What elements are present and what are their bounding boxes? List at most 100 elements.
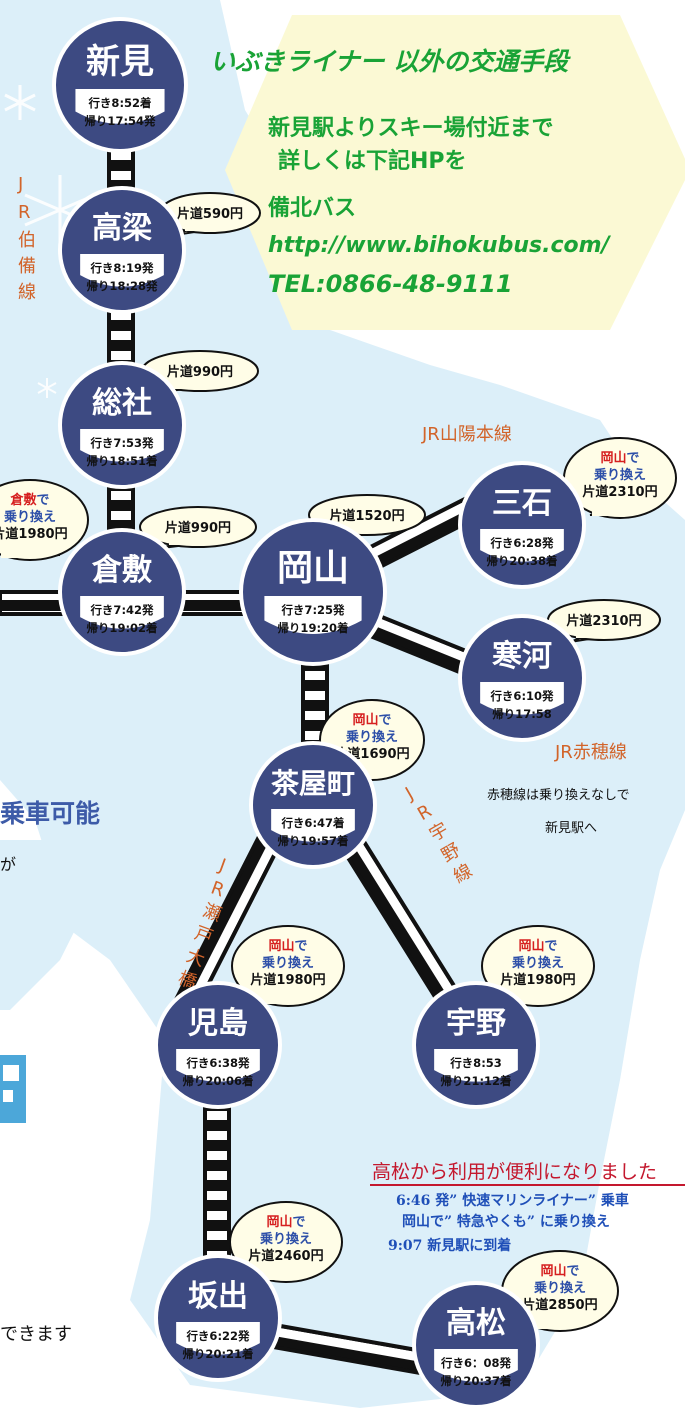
station-name: 倉敷 bbox=[91, 553, 153, 588]
transfer-station: 岡山で bbox=[268, 938, 307, 954]
fare-label: 片道1980円 bbox=[500, 972, 575, 988]
bubble-shape bbox=[229, 1201, 343, 1283]
snowflake-icon bbox=[37, 378, 57, 398]
station-time-return: 帰り17:54発 bbox=[84, 114, 156, 128]
station-time-panel bbox=[480, 682, 564, 715]
takamatsu-note-line-1: 6:46 発” 快速マリンライナー” 乗車 bbox=[396, 1192, 629, 1209]
station-circle bbox=[458, 461, 586, 589]
station-time-outbound: 行き6:10発 bbox=[489, 689, 554, 703]
fare-label: 片道1980円 bbox=[250, 972, 325, 988]
station-name: 総社 bbox=[92, 386, 152, 421]
transfer-station: 岡山で bbox=[352, 712, 391, 728]
station-time-outbound: 行き8:19発 bbox=[89, 261, 154, 275]
station-time-panel bbox=[434, 1049, 518, 1082]
transfer-station: 岡山で bbox=[518, 938, 557, 954]
station-time-outbound: 行き8:52着 bbox=[87, 96, 151, 110]
station-circle bbox=[58, 361, 186, 489]
station-name: 茶屋町 bbox=[271, 767, 355, 800]
transfer-label: 乗り換え bbox=[261, 955, 314, 971]
station-name: 岡山 bbox=[277, 548, 349, 589]
station-circle bbox=[58, 528, 186, 656]
line-label-ako: JR赤穂線 bbox=[554, 742, 627, 763]
fare-bubble-kurashiki: 片道990円 bbox=[139, 506, 257, 549]
fare-label: 片道1520円 bbox=[329, 508, 404, 524]
left-edge-ga: が bbox=[0, 855, 16, 874]
station-time-return: 帰り19:20着 bbox=[277, 621, 348, 635]
station-circle bbox=[249, 741, 377, 869]
station-time-outbound: 行き6:28発 bbox=[489, 536, 554, 550]
takamatsu-note-line-2: 岡山で” 特急やくも” に乗り換え bbox=[402, 1213, 610, 1230]
info-hexagon bbox=[225, 15, 685, 330]
station-time-return: 帰り19:57着 bbox=[277, 834, 348, 848]
station-name: 高梁 bbox=[92, 211, 152, 246]
thumbnail-image bbox=[0, 1055, 26, 1123]
station-name: 寒河 bbox=[492, 639, 552, 674]
station-time-return: 帰り20:37着 bbox=[440, 1374, 511, 1388]
fare-label: 片道2460円 bbox=[248, 1248, 323, 1264]
station-circle bbox=[52, 17, 188, 153]
fare-bubble-kanga: 片道2310円 bbox=[547, 599, 661, 643]
takamatsu-note-line-3: 9:07 新見駅に到着 bbox=[388, 1237, 511, 1254]
transfer-station: 岡山で bbox=[600, 450, 639, 466]
station-circle bbox=[412, 1281, 540, 1409]
left-edge-dekimasu: できます bbox=[0, 1324, 72, 1345]
station-time-return: 帰り21:12着 bbox=[440, 1074, 511, 1088]
station-time-outbound: 行き6:22発 bbox=[185, 1329, 250, 1343]
station-time-panel bbox=[80, 596, 164, 629]
line-label-hakubi: J R 伯 備 線 bbox=[17, 174, 42, 303]
station-name: 宇野 bbox=[446, 1006, 506, 1041]
info-line-1: 新見駅よりスキー場付近まで bbox=[268, 115, 554, 141]
station-name: 坂出 bbox=[188, 1279, 248, 1314]
transfer-label: 乗り換え bbox=[345, 729, 398, 745]
station-circle bbox=[58, 186, 186, 314]
station-time-panel bbox=[434, 1349, 518, 1382]
page-title: いぶきライナー 以外の交通手段 bbox=[210, 47, 571, 76]
station-time-panel bbox=[176, 1322, 260, 1355]
info-line-2: 詳しくは下記HPを bbox=[278, 148, 467, 174]
station-time-outbound: 行き6:47着 bbox=[280, 816, 344, 830]
fare-bubble-soja: 片道990円 bbox=[141, 350, 259, 393]
station-time-return: 帰り18:28発 bbox=[86, 279, 158, 293]
station-name: 児島 bbox=[188, 1006, 248, 1041]
info-line-3: 備北バス bbox=[268, 195, 356, 221]
station-time-return: 帰り20:38着 bbox=[486, 554, 557, 568]
station-circle bbox=[239, 518, 387, 666]
transfer-station: 岡山で bbox=[266, 1214, 305, 1230]
transfer-label: 乗り換え bbox=[3, 509, 56, 525]
map-background-left bbox=[0, 840, 90, 1010]
ako-note-line-1: 赤穂線は乗り換えなしで bbox=[487, 787, 630, 803]
station-time-panel bbox=[176, 1049, 260, 1082]
station-time-outbound: 行き6：08発 bbox=[440, 1356, 512, 1370]
station-time-panel bbox=[480, 529, 564, 562]
fare-label: 片道2850円 bbox=[522, 1297, 597, 1313]
station-name: 高松 bbox=[446, 1306, 506, 1341]
station-time-panel bbox=[271, 809, 355, 842]
transfer-station: 倉敷で bbox=[9, 492, 49, 508]
station-circle bbox=[154, 1254, 282, 1382]
fare-bubble-left_partial: 倉敷で乗り換え片道1980円 bbox=[0, 479, 89, 561]
bus-url-link[interactable]: http://www.bihokubus.com/ bbox=[268, 233, 612, 258]
station-time-panel bbox=[264, 596, 362, 634]
station-time-return: 帰り19:02着 bbox=[86, 621, 157, 635]
station-time-outbound: 行き7:42発 bbox=[89, 603, 154, 617]
transfer-station: 岡山で bbox=[540, 1263, 579, 1279]
station-time-outbound: 行き7:25発 bbox=[280, 603, 345, 617]
transfer-label: 乗り換え bbox=[511, 955, 564, 971]
bus-phone: TEL:0866-48-9111 bbox=[268, 270, 513, 298]
takamatsu-note-title: 高松から利用が便利になりました bbox=[372, 1161, 657, 1183]
transfer-label: 乗り換え bbox=[593, 467, 646, 483]
station-time-return: 帰り18:51着 bbox=[86, 454, 157, 468]
